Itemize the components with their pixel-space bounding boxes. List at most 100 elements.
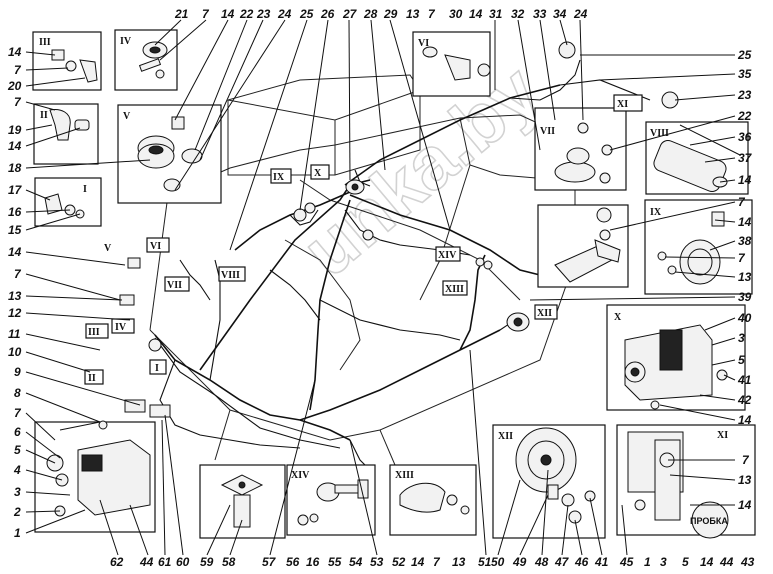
bottom-plug-component (199, 464, 286, 539)
label: 30 (449, 7, 463, 21)
label: 14 (700, 555, 714, 569)
label: 13 (8, 289, 22, 303)
label: 44 (719, 555, 734, 569)
body-label-x: X (314, 168, 322, 179)
inset-xiii: XIII (389, 464, 477, 536)
inset-i-label: I (83, 184, 87, 195)
label: 8 (14, 386, 21, 400)
inset-ii-label: II (40, 110, 48, 121)
label: 22 (737, 109, 752, 123)
body-label-ii: II (88, 373, 96, 384)
body-label-vi: VI (150, 241, 161, 252)
label: 47 (554, 555, 570, 569)
body-components (119, 179, 530, 418)
inset-xiv-label: XIV (291, 470, 310, 481)
label: 36 (738, 130, 752, 144)
label: 14 (8, 245, 22, 259)
label: 7 (738, 195, 746, 209)
inset-iv-label: IV (120, 36, 132, 47)
body-label-iii: III (88, 327, 100, 338)
label: 22 (239, 7, 254, 21)
label: 7 (433, 555, 441, 569)
logo-text: ПРОБКА (690, 516, 728, 526)
label: 40 (737, 311, 752, 325)
label: 14 (8, 139, 22, 153)
label: 44 (139, 555, 154, 569)
body-label-v: V (104, 243, 112, 254)
label: 41 (594, 555, 609, 569)
bottom-numbers: 62 44 61 60 59 58 57 56 16 55 54 53 52 1… (110, 555, 755, 569)
label: 12 (8, 306, 22, 320)
label: 7 (14, 267, 22, 281)
label: 11 (8, 327, 21, 341)
label: 61 (158, 555, 172, 569)
inset-vi-label: VI (418, 38, 429, 49)
inset-x-label: X (614, 312, 622, 323)
label: 24 (277, 7, 292, 21)
label: 38 (738, 234, 752, 248)
label: 14 (469, 7, 483, 21)
label: 29 (383, 7, 398, 21)
inset-viii-label: VIII (650, 128, 669, 139)
body-label-ix: IX (273, 172, 285, 183)
label: 7 (202, 7, 210, 21)
label: 5 (14, 443, 21, 457)
label: 14 (221, 7, 235, 21)
label: 54 (349, 555, 363, 569)
inset-connector (537, 204, 629, 288)
label: 10 (8, 345, 22, 359)
label: 14 (738, 173, 752, 187)
left-numbers: 14 7 20 7 19 14 18 17 16 15 14 7 13 12 1… (7, 45, 23, 540)
label: 25 (737, 48, 752, 62)
label: 45 (619, 555, 634, 569)
label: 13 (452, 555, 466, 569)
leader-lines (25, 19, 736, 556)
right-numbers: 25 35 23 22 36 37 14 7 14 38 7 13 39 40 … (737, 48, 753, 427)
label: 55 (328, 555, 342, 569)
label: 34 (553, 7, 567, 21)
inset-x: X (606, 304, 746, 411)
label: 50 (491, 555, 505, 569)
inset-xi-bottom: XI ПРОБКА (616, 424, 756, 539)
inset-iv: IV (114, 29, 178, 91)
wiring-harness (154, 59, 651, 471)
label: 16 (306, 555, 320, 569)
top-numbers: 21 7 14 22 23 24 25 26 27 28 29 13 7 30 … (174, 7, 588, 21)
label: 23 (256, 7, 271, 21)
label: 46 (574, 555, 589, 569)
label: 6 (14, 425, 21, 439)
inset-xiv: XIV (286, 464, 376, 536)
inset-v-label: V (123, 111, 131, 122)
label: 43 (740, 555, 755, 569)
label: 16 (8, 205, 22, 219)
inset-xii: XII (492, 424, 606, 539)
label: 20 (7, 79, 22, 93)
label: 14 (738, 498, 752, 512)
label: 42 (737, 393, 752, 407)
inset-xi-label: XI (617, 99, 628, 110)
label: 56 (286, 555, 300, 569)
label: 37 (738, 151, 753, 165)
label: 7 (428, 7, 436, 21)
inset-xi-bottom-label: XI (717, 430, 728, 441)
bottom-left-component (34, 420, 156, 533)
label: 28 (363, 7, 378, 21)
label: 27 (342, 7, 358, 21)
label: 3 (14, 485, 21, 499)
label: 23 (737, 88, 752, 102)
label: 24 (573, 7, 588, 21)
label: 15 (8, 223, 22, 237)
inset-iii-label: III (39, 37, 51, 48)
label: 59 (200, 555, 214, 569)
body-label-iv: IV (115, 322, 127, 333)
label: 18 (8, 161, 22, 175)
label: 62 (110, 555, 124, 569)
label: 4 (13, 463, 21, 477)
body-label-xiii: XIII (445, 284, 464, 295)
inset-vii: VII (534, 107, 627, 191)
label: 35 (738, 67, 752, 81)
body-label-i: I (155, 363, 159, 374)
label: 14 (738, 413, 752, 427)
label: 5 (738, 353, 745, 367)
label: 3 (738, 331, 745, 345)
